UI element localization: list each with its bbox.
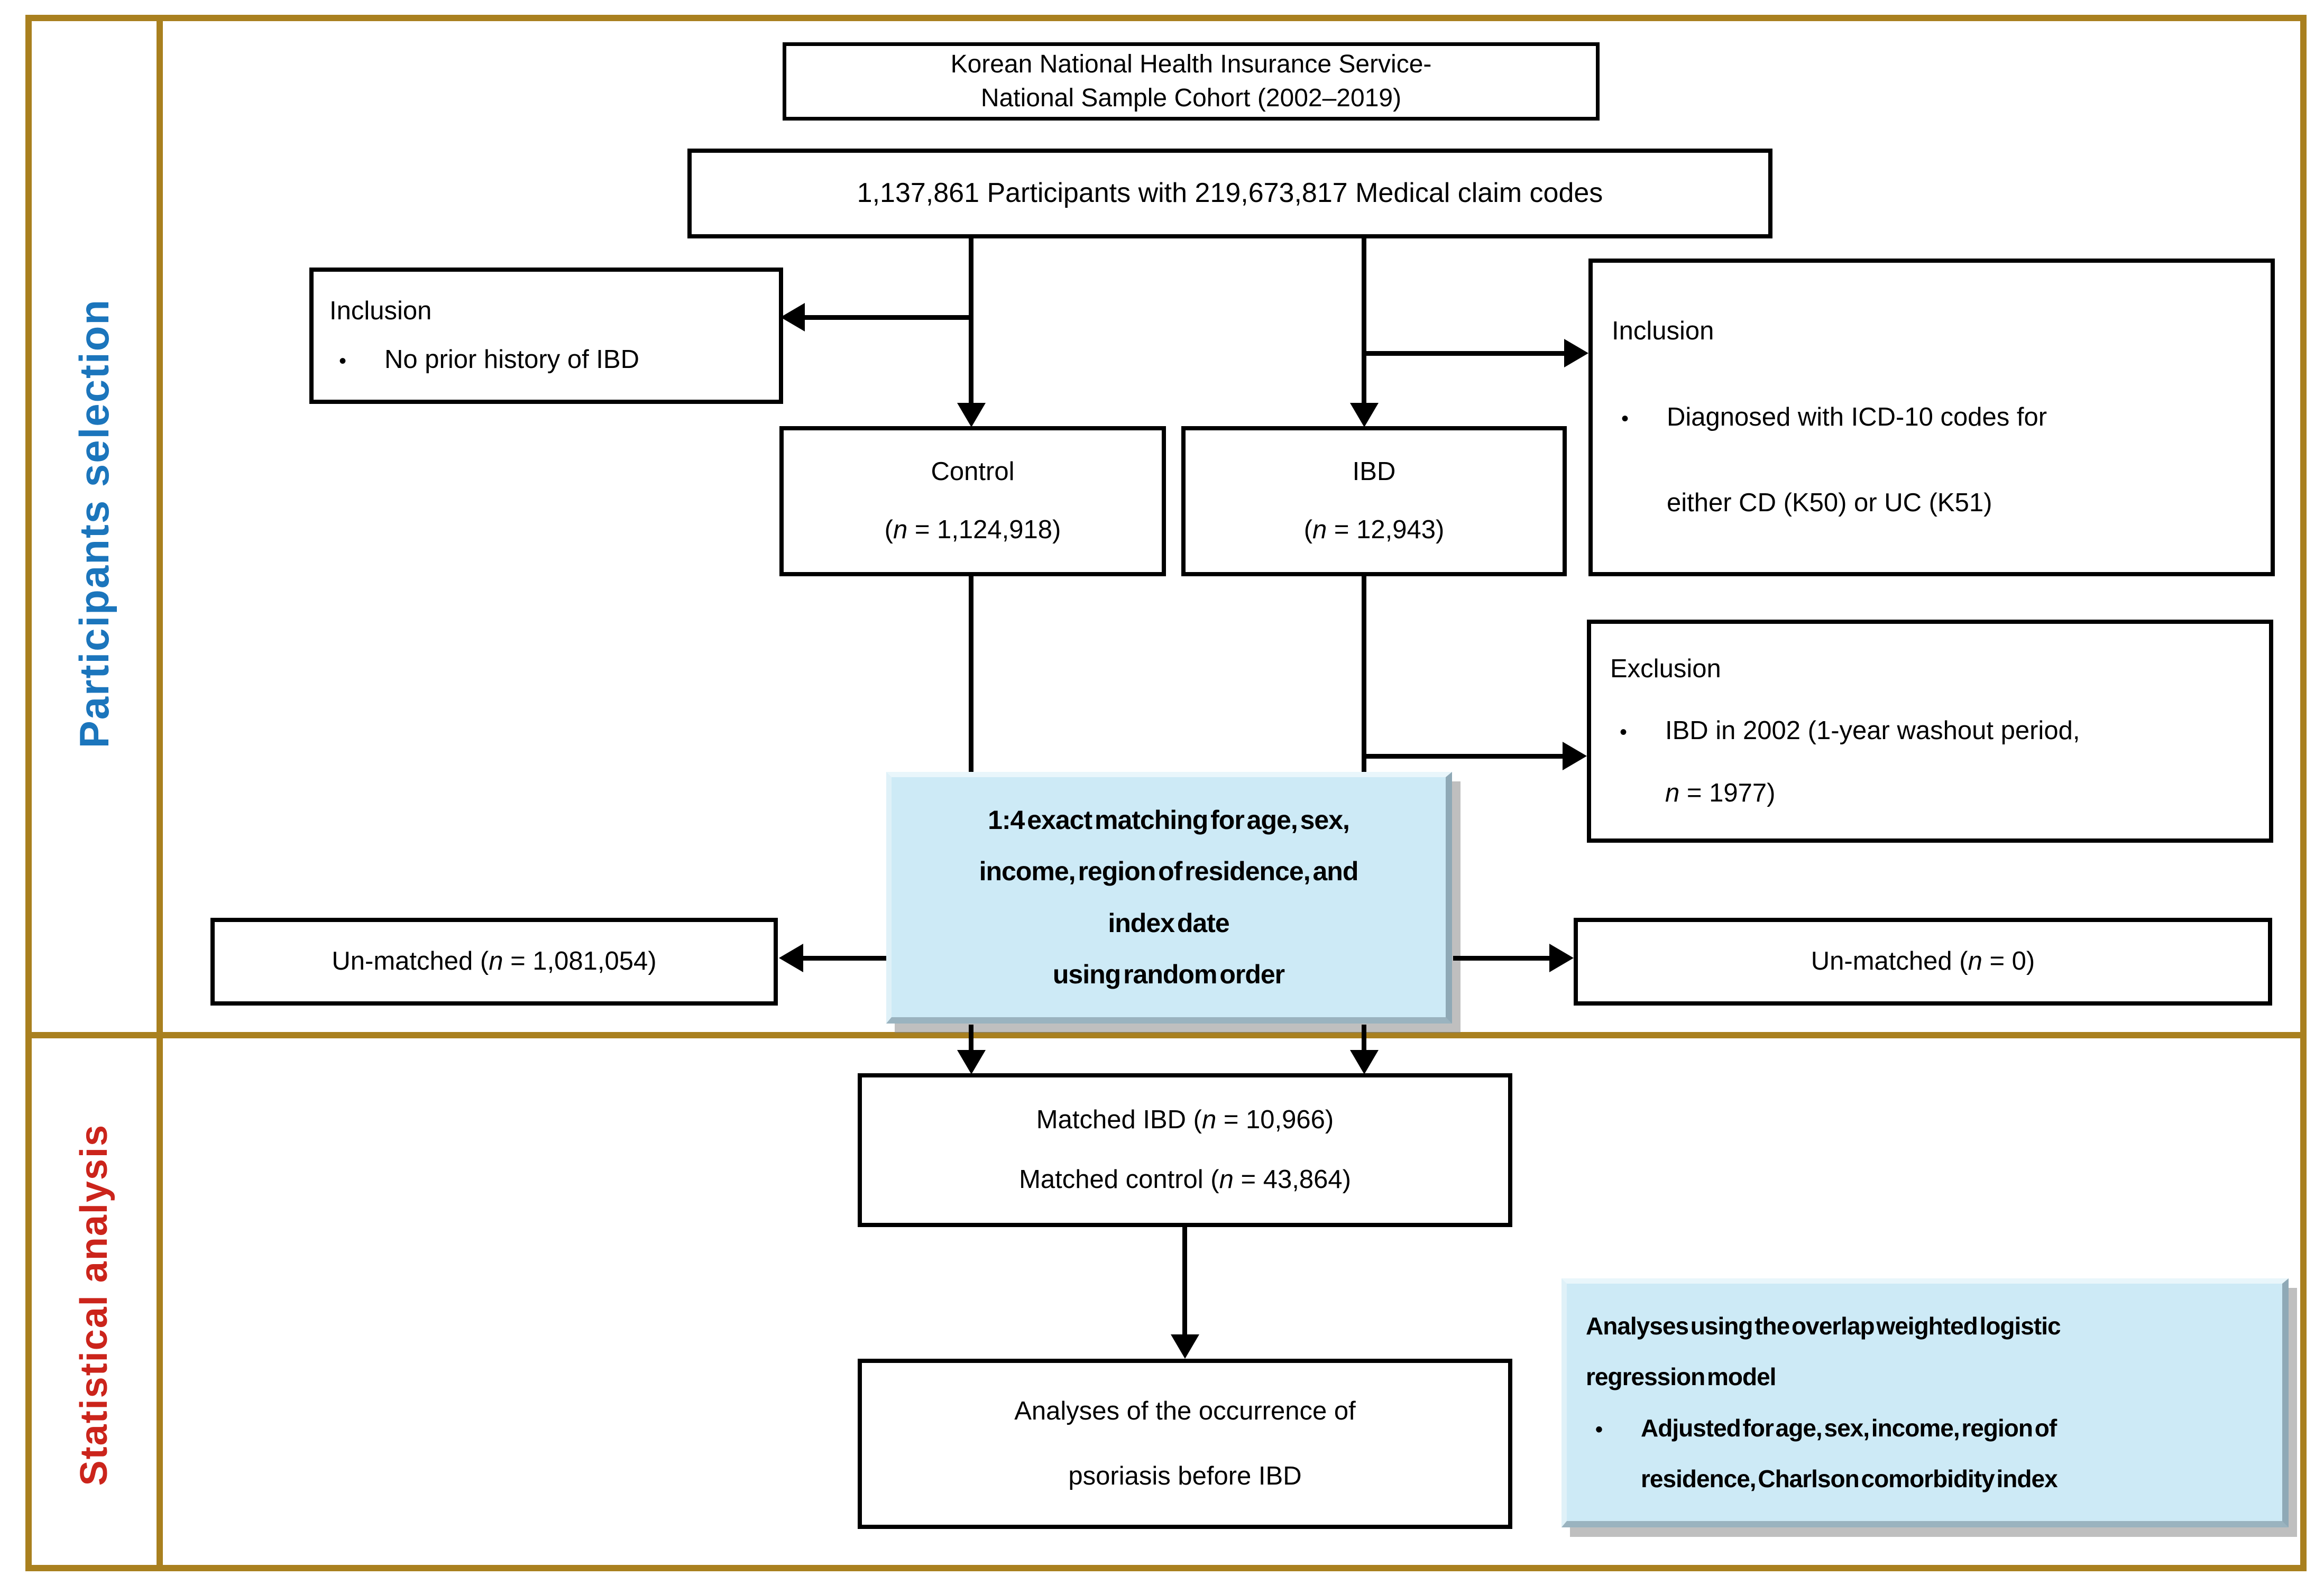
participants-count-text: 1,137,861 Participants with 219,673,817 … <box>857 178 1603 209</box>
arrow-to-unmatched-right-line <box>1453 956 1550 961</box>
arrowhead-left-icon <box>780 303 805 331</box>
matching-line1: 1:4 exact matching for age, sex, <box>988 805 1350 835</box>
ibd-box: IBD (n = 12,943) <box>1181 426 1567 576</box>
sidebar-divider-line <box>157 15 163 1571</box>
cohort-line2: National Sample Cohort (2002–2019) <box>980 84 1402 112</box>
exclusion-bullet-row: • IBD in 2002 (1-year washout period, <box>1610 714 2250 748</box>
arrowhead-right-icon <box>1564 339 1588 367</box>
inclusion-left-title: Inclusion <box>329 296 432 325</box>
arrow-to-inclusion-left-line <box>804 315 973 320</box>
arrowhead-down-icon <box>957 1050 986 1074</box>
control-n-value: (n = 1,124,918) <box>884 515 1061 545</box>
ibd-n-value: (n = 12,943) <box>1303 515 1445 545</box>
inclusion-right-title: Inclusion <box>1612 317 1714 346</box>
inclusion-left-bullet-row: • No prior history of IBD <box>329 343 763 377</box>
arrow-to-inclusion-right-line <box>1366 351 1565 356</box>
exclusion-bullet-line1: IBD in 2002 (1-year washout period, <box>1665 716 2080 745</box>
statistical-analysis-label: Statistical analysis <box>73 1123 115 1486</box>
matched-box: Matched IBD (n = 10,966) Matched control… <box>858 1073 1512 1227</box>
arrow-participants-to-ibd-line <box>1362 238 1366 405</box>
model-line1: Analyses using the overlap weighted logi… <box>1586 1312 2061 1340</box>
arrowhead-left-icon <box>779 944 803 972</box>
participants-count-box: 1,137,861 Participants with 219,673,817 … <box>687 149 1772 238</box>
inclusion-right-box: Inclusion • Diagnosed with ICD-10 codes … <box>1588 259 2275 576</box>
inclusion-right-bullet-line1: Diagnosed with ICD-10 codes for <box>1667 402 2047 431</box>
matching-line4: using random order <box>1052 960 1285 990</box>
arrow-matched-to-analyses-line <box>1182 1227 1187 1335</box>
arrow-matching-to-matched-right-line <box>1362 1025 1366 1050</box>
inclusion-left-bullet-text: No prior history of IBD <box>384 345 639 374</box>
section-statistical-analysis: Statistical analysis <box>32 1045 157 1565</box>
analyses-line1: Analyses of the occurrence of <box>1014 1396 1356 1425</box>
connector-control-to-matching-line <box>969 576 973 772</box>
connector-ibd-to-matching-line <box>1362 576 1366 772</box>
cohort-source-box: Korean National Health Insurance Service… <box>783 42 1600 121</box>
arrowhead-down-icon <box>957 403 986 427</box>
exclusion-bullet-line2: n = 1977) <box>1665 778 1776 807</box>
cohort-line1: Korean National Health Insurance Service… <box>950 50 1432 78</box>
bullet-icon: • <box>339 349 347 373</box>
bullet-icon: • <box>1621 407 1629 430</box>
inclusion-right-bullet-row: • Diagnosed with ICD-10 codes for <box>1612 401 2252 435</box>
unmatched-left-box: Un-matched (n = 1,081,054) <box>210 918 778 1006</box>
arrowhead-down-icon <box>1350 1050 1379 1074</box>
exclusion-box: Exclusion • IBD in 2002 (1-year washout … <box>1587 620 2273 843</box>
arrowhead-right-icon <box>1563 742 1587 770</box>
exclusion-title: Exclusion <box>1610 654 1721 683</box>
matching-line2: income, region of residence, and <box>979 856 1359 887</box>
arrow-to-unmatched-left-line <box>802 956 886 961</box>
unmatched-left-text: Un-matched (n = 1,081,054) <box>332 947 657 976</box>
bullet-icon: • <box>1595 1417 1603 1441</box>
arrowhead-down-icon <box>1171 1334 1199 1359</box>
inclusion-right-bullet-line2: either CD (K50) or UC (K51) <box>1667 488 1992 517</box>
participants-selection-label: Participants selection <box>70 298 117 749</box>
inclusion-left-box: Inclusion • No prior history of IBD <box>309 268 783 404</box>
bullet-icon: • <box>1620 721 1628 744</box>
matching-line3: index date <box>1108 908 1229 938</box>
matching-box: 1:4 exact matching for age, sex, income,… <box>886 772 1452 1024</box>
section-participants-selection: Participants selection <box>32 21 157 1026</box>
matched-ibd-text: Matched IBD (n = 10,966) <box>1036 1105 1334 1135</box>
arrowhead-right-icon <box>1549 944 1574 972</box>
model-bullet-row: • Adjusted for age, sex, income, region … <box>1586 1414 2263 1442</box>
arrow-to-exclusion-line <box>1366 754 1564 759</box>
model-line2: regression model <box>1586 1363 1776 1391</box>
model-bullet-line1: Adjusted for age, sex, income, region of <box>1641 1414 2057 1442</box>
ibd-title: IBD <box>1352 457 1396 486</box>
control-box: Control (n = 1,124,918) <box>779 426 1166 576</box>
analyses-box: Analyses of the occurrence of psoriasis … <box>858 1359 1512 1529</box>
control-title: Control <box>931 457 1015 486</box>
analyses-line2: psoriasis before IBD <box>1068 1461 1302 1490</box>
matched-control-text: Matched control (n = 43,864) <box>1019 1165 1351 1194</box>
section-divider-line <box>25 1032 2307 1038</box>
model-bullet-line2: residence, Charlson comorbidity index <box>1641 1465 2058 1493</box>
regression-model-box: Analyses using the overlap weighted logi… <box>1561 1278 2289 1527</box>
arrow-matching-to-matched-left-line <box>969 1025 973 1050</box>
unmatched-right-box: Un-matched (n = 0) <box>1574 918 2272 1006</box>
arrowhead-down-icon <box>1350 403 1379 427</box>
outer-gold-frame <box>25 15 2307 1571</box>
arrow-participants-to-control-line <box>969 238 973 405</box>
unmatched-right-text: Un-matched (n = 0) <box>1811 947 2035 976</box>
